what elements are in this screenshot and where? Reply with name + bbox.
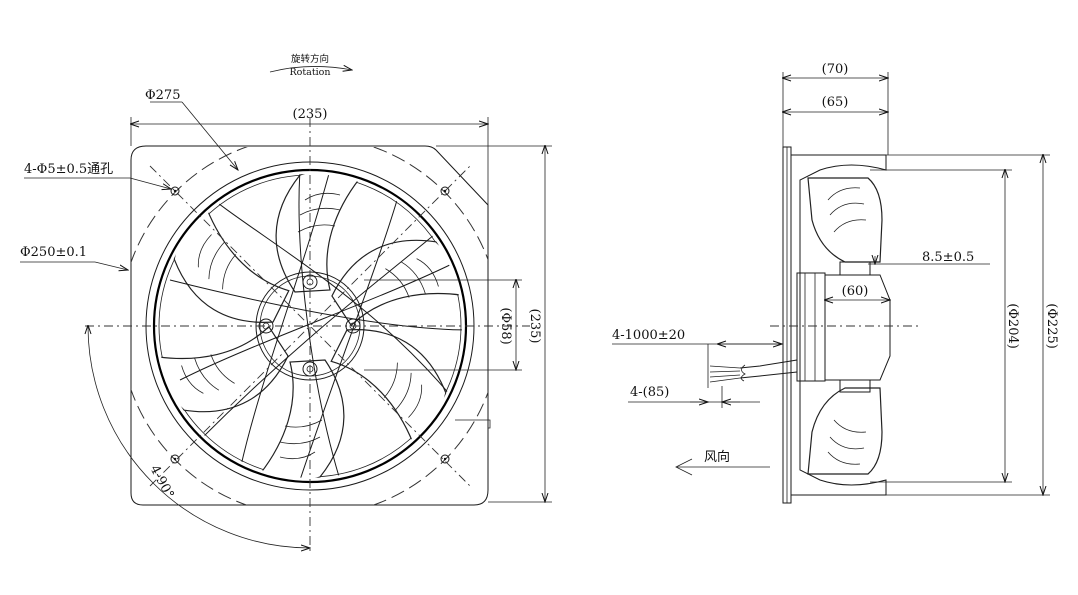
motor-rear xyxy=(796,272,826,382)
height-dimension: (235) xyxy=(527,309,542,344)
front-view: 旋转方向 Rotation (235) Φ275 4-Φ5±0.5通孔 Φ250… xyxy=(20,53,552,555)
motor-dimension: (60) xyxy=(842,284,869,299)
cable-bottom xyxy=(739,371,798,379)
motor-clip-top xyxy=(839,261,871,276)
outer-diameter-dim: Φ275 xyxy=(145,88,180,103)
airflow-arrow-head xyxy=(675,458,693,476)
lead-length-dim: 4-1000±20 xyxy=(612,328,685,343)
blade-ribs xyxy=(827,187,867,233)
side-view: (70) (65) 8.5±0.5 (60) (Φ204) (Φ225) 4-1… xyxy=(612,62,1059,504)
angle-arc xyxy=(88,326,310,548)
hole-pcd-dimension: Φ250±0.1 xyxy=(20,245,87,260)
side-blade-lower xyxy=(807,387,883,475)
cable-top xyxy=(739,359,798,369)
pcd-leader xyxy=(94,261,128,270)
depth-body-dim: (65) xyxy=(822,95,849,110)
hub-diameter-dim: (Φ58) xyxy=(498,307,513,344)
frame-diameter-dim: (Φ225) xyxy=(1044,303,1059,349)
rotation-arrow xyxy=(269,66,352,73)
depth-total-dim: (70) xyxy=(822,62,849,77)
cable-break xyxy=(740,364,746,382)
angle-dimension: 4-90° xyxy=(146,463,176,502)
holes-leader xyxy=(129,177,171,189)
impeller-diameter-dim: (Φ204) xyxy=(1005,303,1020,349)
strip-length-dim: 4-(85) xyxy=(630,385,669,400)
rotation-label-cn: 旋转方向 xyxy=(291,53,329,65)
motor-clip-bottom xyxy=(839,379,871,393)
frame-notch xyxy=(488,419,491,429)
holes-dimension: 4-Φ5±0.5通孔 xyxy=(24,162,113,177)
lead-wires xyxy=(709,365,741,383)
rotation-label-en: Rotation xyxy=(289,67,330,78)
motor-body xyxy=(824,274,891,381)
width-dimension: (235) xyxy=(293,107,328,122)
outer-dia-leader xyxy=(181,101,238,170)
blade-ribs xyxy=(827,419,867,465)
airflow-label: 风向 xyxy=(704,449,730,465)
side-blade-upper xyxy=(807,177,883,263)
gap-dimension: 8.5±0.5 xyxy=(922,250,974,265)
